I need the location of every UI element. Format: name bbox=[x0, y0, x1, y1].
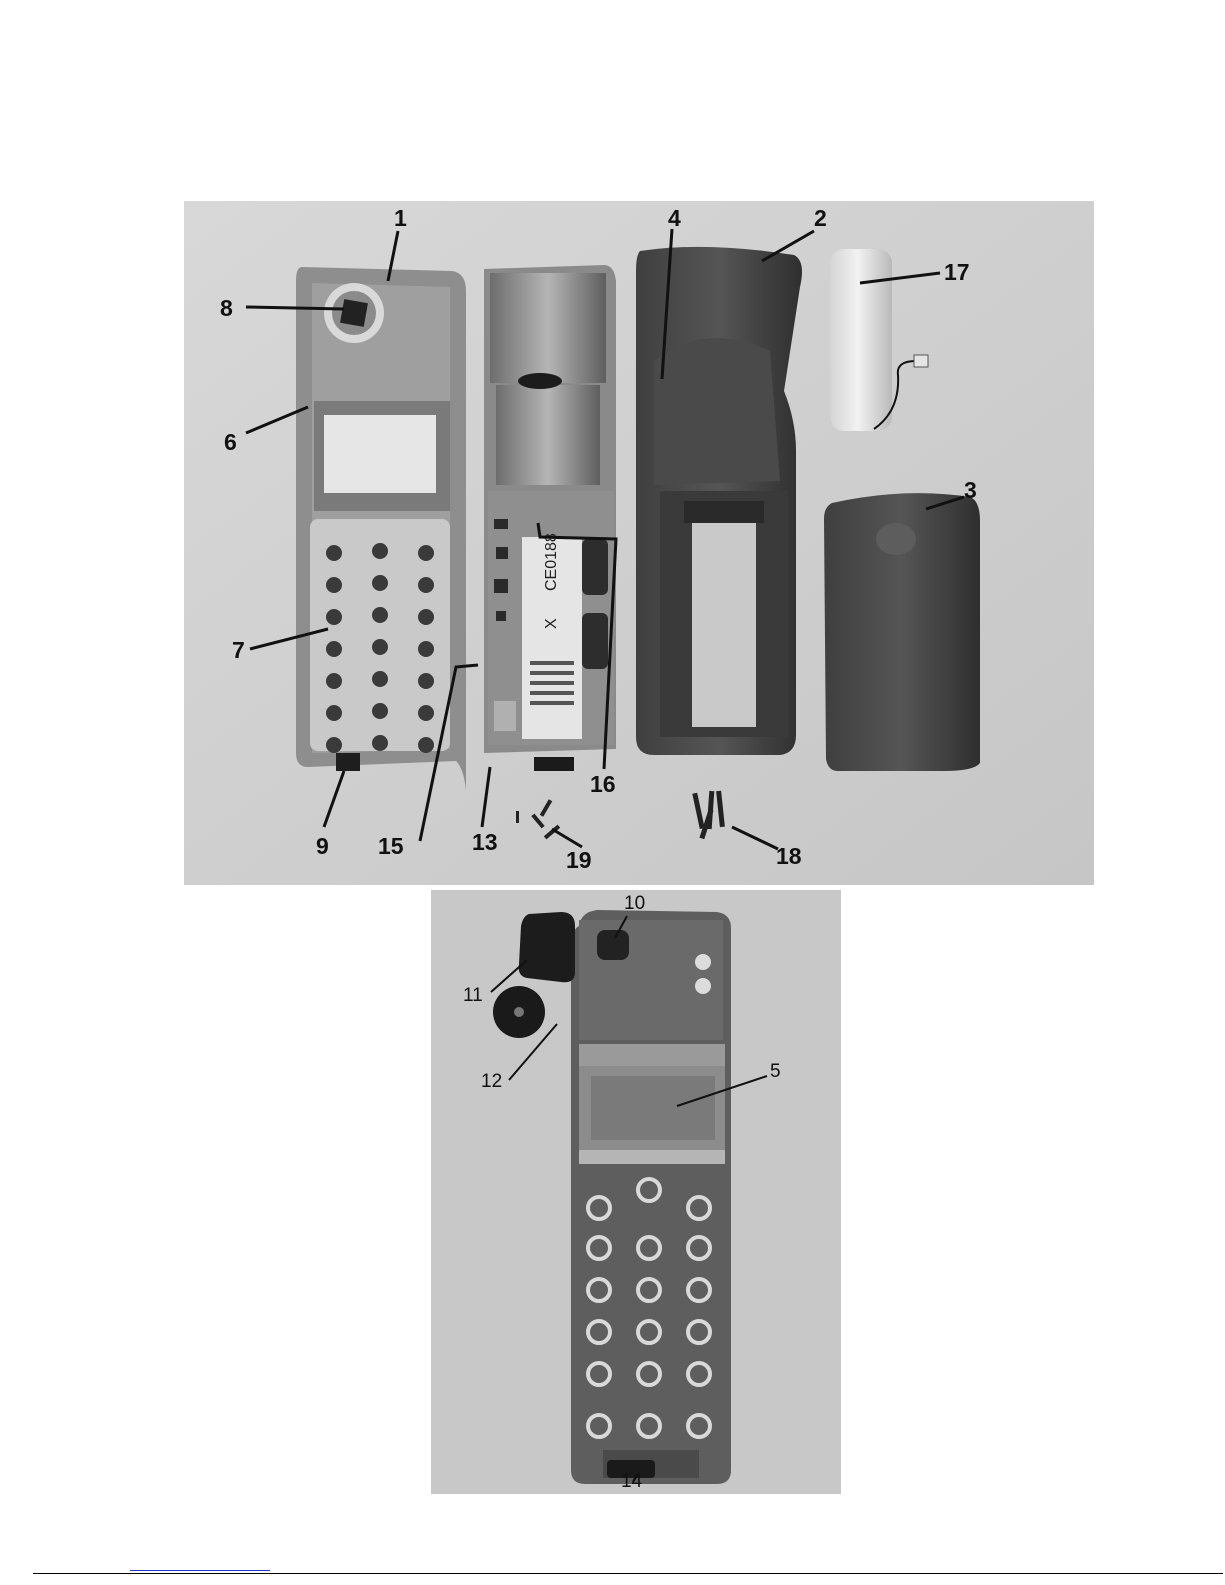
battery-cover-part bbox=[824, 493, 980, 771]
callout-16: 16 bbox=[590, 773, 616, 796]
pcb-board-part bbox=[571, 910, 731, 1484]
rubber-boot-part bbox=[519, 912, 575, 982]
callout-19: 19 bbox=[566, 849, 592, 872]
callout-12: 12 bbox=[481, 1072, 502, 1091]
callout-5: 5 bbox=[770, 1062, 781, 1081]
callout-4: 4 bbox=[668, 207, 681, 230]
pcb-detail-photo-bottom: 10 11 12 5 14 bbox=[431, 890, 841, 1494]
callout-18: 18 bbox=[776, 845, 802, 868]
callout-10: 10 bbox=[624, 894, 645, 913]
callout-17: 17 bbox=[944, 261, 970, 284]
exploded-view-illustration-top: CE0188 X bbox=[184, 201, 1094, 885]
callout-9: 9 bbox=[316, 835, 329, 858]
exploded-view-photo-top: CE0188 X bbox=[184, 201, 1094, 885]
footer-rule bbox=[33, 1573, 1223, 1574]
approval-label-mark: CE0188 bbox=[543, 533, 560, 591]
callout-15: 15 bbox=[378, 835, 404, 858]
callout-6: 6 bbox=[224, 431, 237, 454]
callout-2: 2 bbox=[814, 207, 827, 230]
callout-7: 7 bbox=[232, 639, 245, 662]
front-cover-part bbox=[296, 267, 466, 791]
microphone-part bbox=[597, 930, 629, 960]
callout-14: 14 bbox=[621, 1472, 642, 1491]
callout-3: 3 bbox=[964, 479, 977, 502]
main-pcb-assembly-part: CE0188 X bbox=[484, 265, 616, 771]
rear-cover-part bbox=[636, 247, 802, 755]
approval-label-x-mark: X bbox=[543, 618, 560, 629]
callout-13: 13 bbox=[472, 831, 498, 854]
callout-1: 1 bbox=[394, 207, 407, 230]
footer-link-underline[interactable] bbox=[130, 1570, 270, 1571]
callout-8: 8 bbox=[220, 297, 233, 320]
pcb-detail-illustration-bottom bbox=[431, 890, 841, 1494]
buzzer-part bbox=[493, 986, 545, 1038]
callout-11: 11 bbox=[463, 986, 483, 1005]
